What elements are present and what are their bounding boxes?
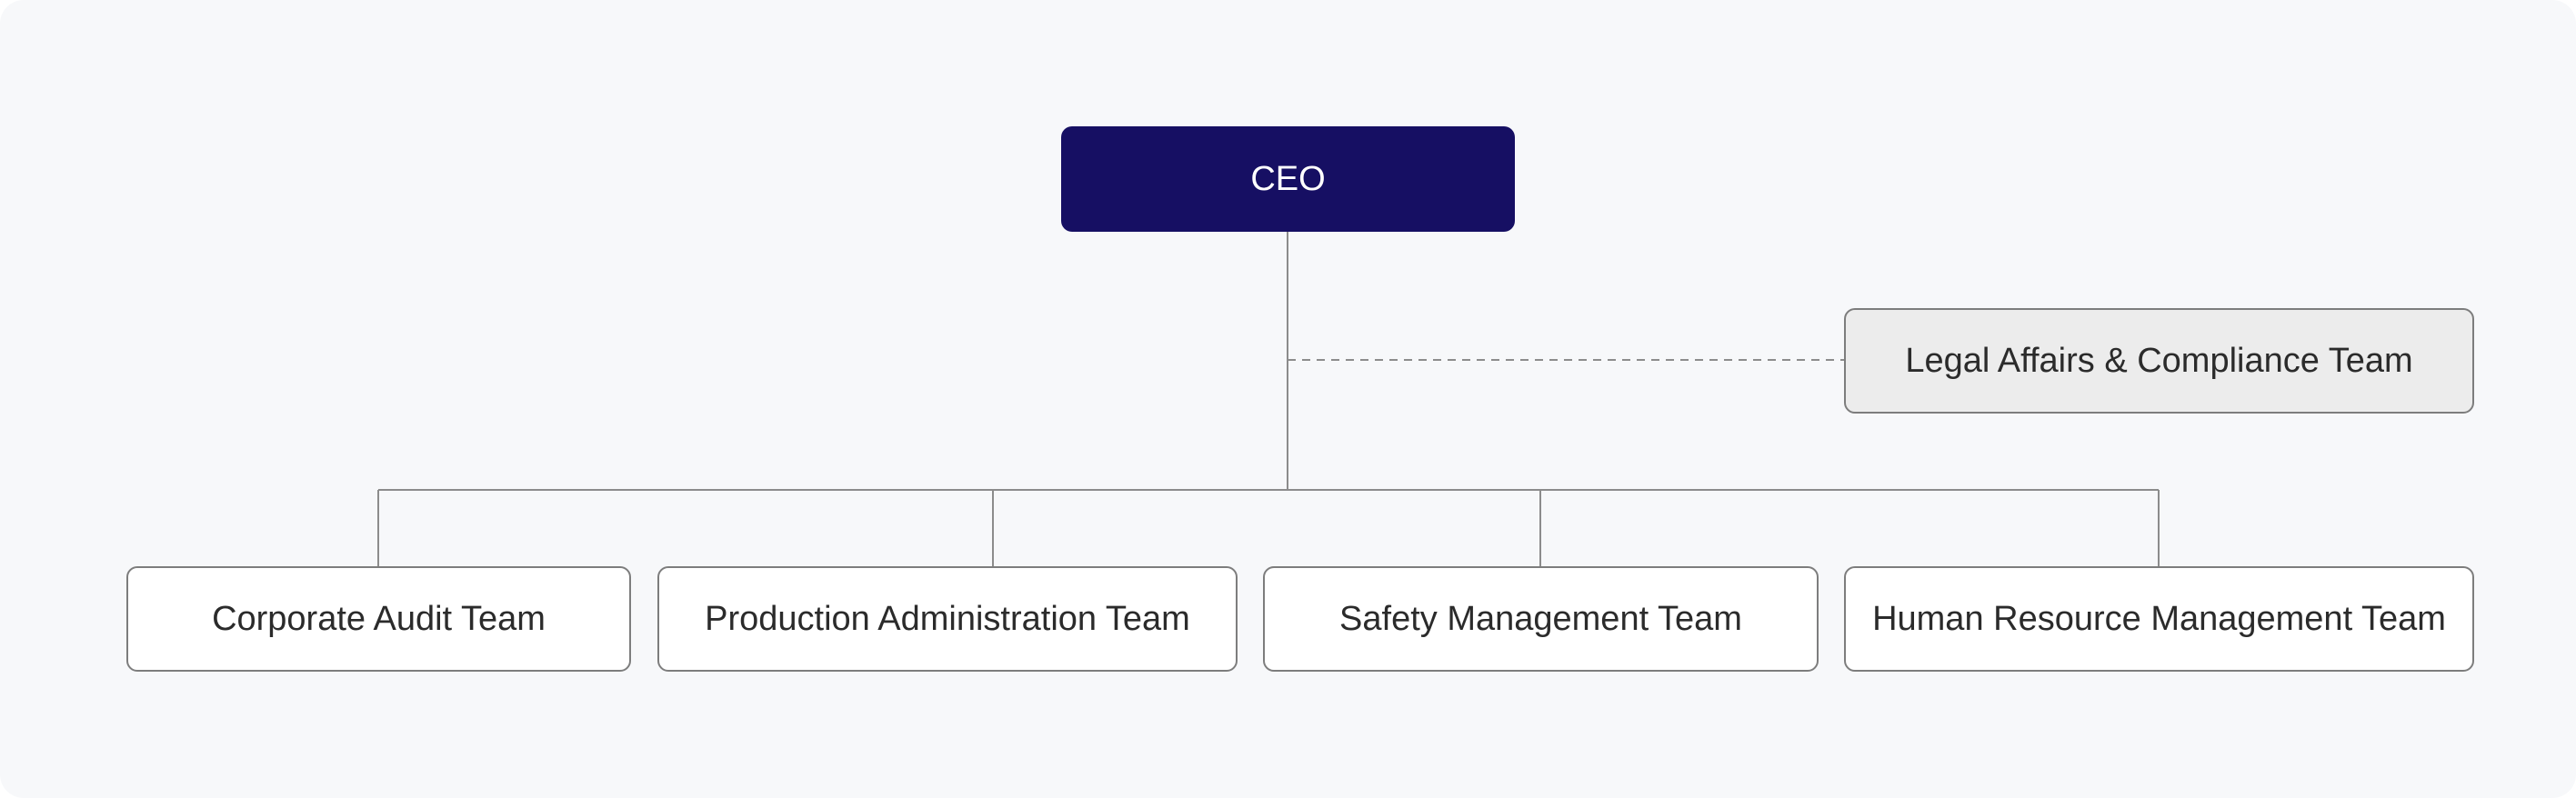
corporate-audit-team-label: Corporate Audit Team (212, 599, 546, 638)
human-resource-management-team-node: Human Resource Management Team (1844, 566, 2474, 672)
safety-management-team-node: Safety Management Team (1263, 566, 1819, 672)
legal-affairs-compliance-node: Legal Affairs & Compliance Team (1844, 308, 2474, 414)
ceo-node: CEO (1061, 126, 1515, 232)
safety-management-team-label: Safety Management Team (1339, 599, 1742, 638)
corporate-audit-team-node: Corporate Audit Team (126, 566, 631, 672)
production-administration-team-label: Production Administration Team (705, 599, 1190, 638)
ceo-label: CEO (1250, 159, 1326, 198)
human-resource-management-team-label: Human Resource Management Team (1872, 599, 2446, 638)
production-administration-team-node: Production Administration Team (657, 566, 1238, 672)
legal-affairs-compliance-label: Legal Affairs & Compliance Team (1905, 341, 2413, 380)
